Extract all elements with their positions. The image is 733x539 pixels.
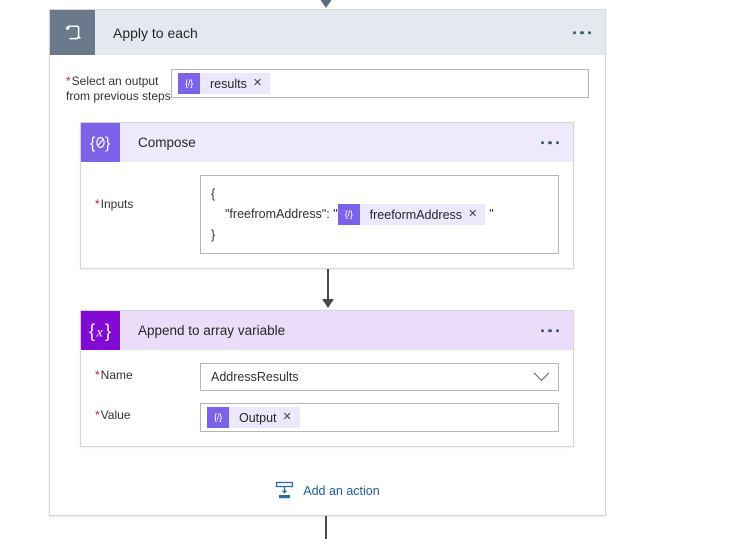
token-label: Output (239, 410, 277, 425)
foreach-output-row: *Select an output from previous steps {/… (66, 69, 589, 104)
foreach-label-line2: from previous steps (66, 89, 171, 103)
svg-text:{: { (90, 135, 96, 152)
required-marker: * (66, 74, 71, 88)
append-value-label: *Value (95, 403, 200, 423)
token-freeformaddress[interactable]: {/} freeformAddress ✕ (337, 204, 486, 226)
append-value-row: *Value {/} Output ✕ (95, 403, 559, 433)
bottom-connector (325, 516, 327, 539)
token-remove-icon[interactable]: ✕ (468, 208, 478, 221)
variable-icon: { x } (81, 311, 120, 351)
append-body: *Name AddressResults *Value {/} Outpu (81, 350, 573, 446)
svg-text:}: } (105, 135, 111, 152)
loop-icon (50, 10, 95, 55)
foreach-output-input[interactable]: {/} results ✕ (171, 69, 589, 98)
compose-inputs-label: *Inputs (95, 175, 200, 212)
value-label-text: Value (100, 408, 131, 423)
token-output[interactable]: {/} Output ✕ (207, 407, 300, 429)
top-connector (0, 0, 733, 14)
append-to-array-variable-card[interactable]: { x } Append to array variable *Name Add… (80, 310, 574, 448)
expression-icon: {/} (178, 73, 200, 94)
token-label: freeformAddress (369, 207, 463, 222)
code-line-body: "freefromAddress": " {/} freeformAddress… (211, 204, 548, 226)
name-label-text: Name (100, 368, 133, 383)
compose-icon: { } (81, 123, 120, 162)
svg-text:{: { (89, 321, 95, 341)
compose-title: Compose (138, 135, 196, 150)
required-marker: * (95, 368, 100, 383)
code-line-close: } (211, 228, 216, 243)
required-marker: * (95, 408, 100, 423)
expression-icon: {/} (207, 407, 229, 429)
code-line-open: { (211, 187, 216, 201)
inputs-label-text: Inputs (100, 197, 134, 211)
connector-line (327, 269, 329, 303)
token-label: results (210, 76, 247, 91)
append-name-label: *Name (95, 363, 200, 383)
foreach-output-label: *Select an output from previous steps (66, 69, 171, 104)
compose-to-append-connector (66, 269, 589, 310)
compose-header[interactable]: { } Compose (81, 123, 573, 162)
append-value-input[interactable]: {/} Output ✕ (200, 403, 559, 433)
code-key-prefix: "freefromAddress": " (225, 207, 338, 221)
connector-arrow-icon (322, 299, 334, 309)
compose-body: *Inputs { "freefromAddress": " {/} freef… (81, 162, 573, 268)
append-header[interactable]: { x } Append to array variable (81, 311, 573, 351)
compose-card[interactable]: { } Compose *Inputs { (80, 122, 574, 270)
top-arrow-icon (319, 0, 333, 8)
add-an-action-button[interactable]: Add an action (66, 481, 589, 504)
append-name-dropdown[interactable]: AddressResults (200, 363, 559, 392)
apply-to-each-title: Apply to each (113, 24, 198, 41)
foreach-label-line1: Select an output (71, 74, 159, 88)
append-name-row: *Name AddressResults (95, 363, 559, 392)
apply-to-each-body: *Select an output from previous steps {/… (50, 55, 605, 504)
required-marker: * (95, 197, 100, 211)
apply-to-each-header[interactable]: Apply to each (50, 10, 605, 55)
append-name-value: AddressResults (211, 370, 299, 385)
chevron-down-icon[interactable] (533, 365, 550, 381)
token-remove-icon[interactable]: ✕ (252, 77, 263, 89)
apply-to-each-card[interactable]: Apply to each *Select an output from pre… (49, 9, 606, 516)
apply-to-each-menu-button[interactable] (572, 30, 591, 35)
compose-inputs-editor[interactable]: { "freefromAddress": " {/} freeformAddre… (200, 175, 559, 255)
expression-icon: {/} (337, 204, 360, 226)
append-menu-button[interactable] (540, 328, 559, 333)
append-title: Append to array variable (138, 323, 286, 339)
svg-text:}: } (105, 321, 111, 341)
token-results[interactable]: {/} results ✕ (178, 73, 271, 94)
insert-below-icon (276, 482, 294, 499)
code-key-suffix: " (489, 207, 494, 221)
add-an-action-label: Add an action (303, 483, 380, 498)
token-remove-icon[interactable]: ✕ (282, 411, 292, 424)
compose-menu-button[interactable] (540, 140, 559, 145)
svg-text:x: x (95, 325, 103, 340)
compose-inputs-row: *Inputs { "freefromAddress": " {/} freef… (95, 175, 559, 255)
